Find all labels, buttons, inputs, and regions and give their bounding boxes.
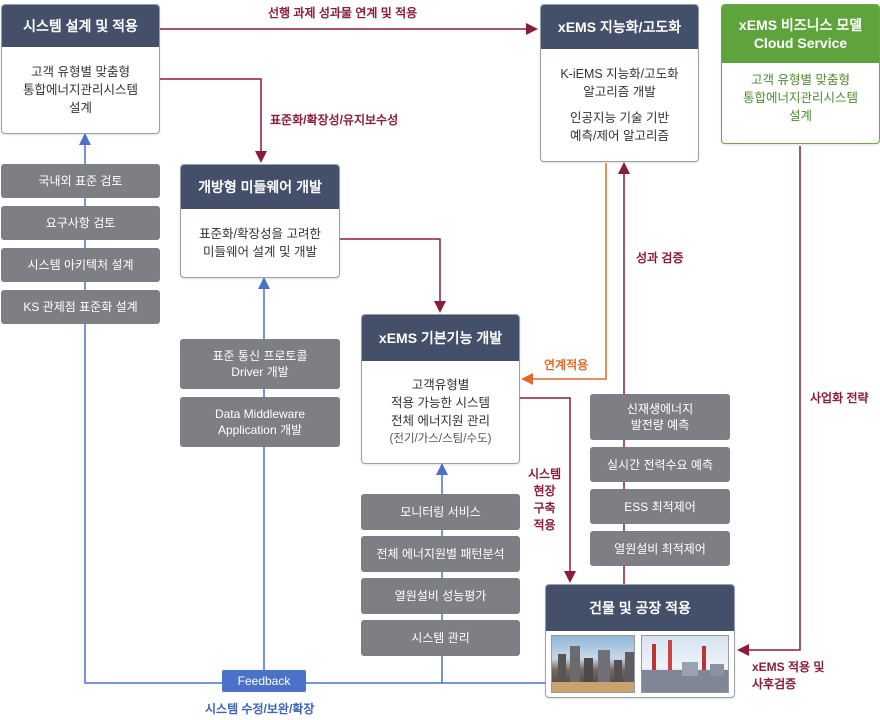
cloud-title: xEMS 비즈니스 모델 Cloud Service <box>722 5 879 63</box>
pill-monitoring: 모니터링 서비스 <box>361 494 520 530</box>
system-design-title: 시스템 설계 및 적용 <box>2 5 159 47</box>
middleware-box: 개방형 미들웨어 개발 표준화/확장성을 고려한 미들웨어 설계 및 개발 <box>180 164 340 278</box>
pill-ks-standard-design: KS 관제점 표준화 설계 <box>1 290 160 324</box>
xems-ai-line: K-iEMS 지능화/고도화 <box>560 67 679 81</box>
label-revise: 시스템 수정/보완/확장 <box>205 702 315 716</box>
pill-data-middleware: Data Middleware Application 개발 <box>180 397 340 447</box>
label-business: 사업화 전략 <box>810 391 869 405</box>
xems-ai-title: xEMS 지능화/고도화 <box>541 5 698 49</box>
middleware-line: 미들웨어 설계 및 개발 <box>203 245 317 259</box>
system-design-line: 설계 <box>68 101 92 115</box>
pill-line: Data Middleware <box>214 407 306 421</box>
xems-ai-line: 인공지능 기술 기반 <box>570 111 669 125</box>
cloud-box: xEMS 비즈니스 모델 Cloud Service 고객 유형별 맞춤형 통합… <box>721 4 880 144</box>
cloud-line: 설계 <box>788 109 812 123</box>
pill-line: 표준 통신 프로토콜 <box>212 349 308 363</box>
label-field-line: 구축 <box>533 501 556 515</box>
pill-performance-eval: 열원설비 성능평가 <box>361 578 520 614</box>
pill-line: 발전량 예측 <box>630 418 690 432</box>
pill-demand-forecast: 실시간 전력수요 예측 <box>590 447 730 482</box>
xems-basic-line: 적용 가능한 시스템 <box>391 396 490 410</box>
system-design-line: 통합에너지관리시스템 <box>22 83 138 97</box>
middleware-line: 표준화/확장성을 고려한 <box>199 227 321 241</box>
pill-heat-control: 열원설비 최적제어 <box>590 531 730 566</box>
label-top-link: 선행 과제 성과물 연계 및 적용 <box>268 6 418 20</box>
cloud-line: 통합에너지관리시스템 <box>742 91 858 105</box>
pill-standard-review: 국내외 표준 검토 <box>1 164 160 198</box>
xems-ai-line: 알고리즘 개발 <box>583 85 656 99</box>
xems-basic-line: 고객유형별 <box>411 378 470 392</box>
cloud-title-line: xEMS 비즈니스 모델 <box>738 17 863 33</box>
xems-ai-line: 예측/제어 알고리즘 <box>570 129 669 143</box>
label-link-apply: 연계적용 <box>544 358 589 372</box>
pill-pattern-analysis: 전체 에너지원별 패턴분석 <box>361 536 520 572</box>
xems-basic-title: xEMS 기본기능 개발 <box>362 315 519 361</box>
pill-system-management: 시스템 관리 <box>361 620 520 656</box>
arrow-field-apply <box>520 397 576 583</box>
label-apply-after-line: 사후검증 <box>752 677 797 691</box>
pill-ess-control: ESS 최적제어 <box>590 489 730 524</box>
label-field-apply: 시스템 현장 구축 적용 <box>528 466 561 534</box>
xems-basic-sub: (전기/가스/스팀/수도) <box>389 433 492 445</box>
arrow-business <box>737 146 801 656</box>
label-apply-after: xEMS 적용 및 사후검증 <box>752 659 824 693</box>
label-apply-after-line: xEMS 적용 및 <box>752 660 825 674</box>
system-design-box: 시스템 설계 및 적용 고객 유형별 맞춤형 통합에너지관리시스템 설계 <box>1 4 160 134</box>
middleware-title: 개방형 미들웨어 개발 <box>181 165 339 209</box>
pill-architecture-design: 시스템 아키텍처 설계 <box>1 248 160 282</box>
arrow-to-basic <box>340 238 446 313</box>
building-box: 건물 및 공장 적용 <box>545 584 735 698</box>
feedback-badge: Feedback <box>222 670 306 692</box>
pill-requirements-review: 요구사항 검토 <box>1 206 160 240</box>
pill-renewable-forecast: 신재생에너지 발전량 예측 <box>590 394 730 440</box>
cloud-title-line: Cloud Service <box>753 35 848 51</box>
pill-line: Driver 개발 <box>231 365 289 379</box>
cloud-line: 고객 유형별 맞춤형 <box>751 73 850 87</box>
xems-basic-box: xEMS 기본기능 개발 고객유형별 적용 가능한 시스템 전체 에너지원 관리… <box>361 314 520 464</box>
label-field-line: 현장 <box>533 484 556 498</box>
label-field-line: 시스템 <box>528 467 562 481</box>
arrow-standardization <box>160 78 267 163</box>
city-photo <box>551 635 635 693</box>
label-field-line: 적용 <box>533 518 556 532</box>
factory-photo <box>641 635 729 693</box>
xems-ai-box: xEMS 지능화/고도화 K-iEMS 지능화/고도화 알고리즘 개발 인공지능… <box>540 4 699 162</box>
pill-line: Application 개발 <box>217 423 303 437</box>
system-design-line: 고객 유형별 맞춤형 <box>31 65 130 79</box>
pill-protocol-driver: 표준 통신 프로토콜 Driver 개발 <box>180 339 340 389</box>
label-verification: 성과 검증 <box>636 251 684 265</box>
building-title: 건물 및 공장 적용 <box>546 585 734 631</box>
xems-basic-line: 전체 에너지원 관리 <box>391 414 490 428</box>
pill-line: 신재생에너지 <box>626 402 694 416</box>
arrow-link-apply <box>521 163 607 385</box>
label-standardization: 표준화/확장성/유지보수성 <box>270 113 399 127</box>
